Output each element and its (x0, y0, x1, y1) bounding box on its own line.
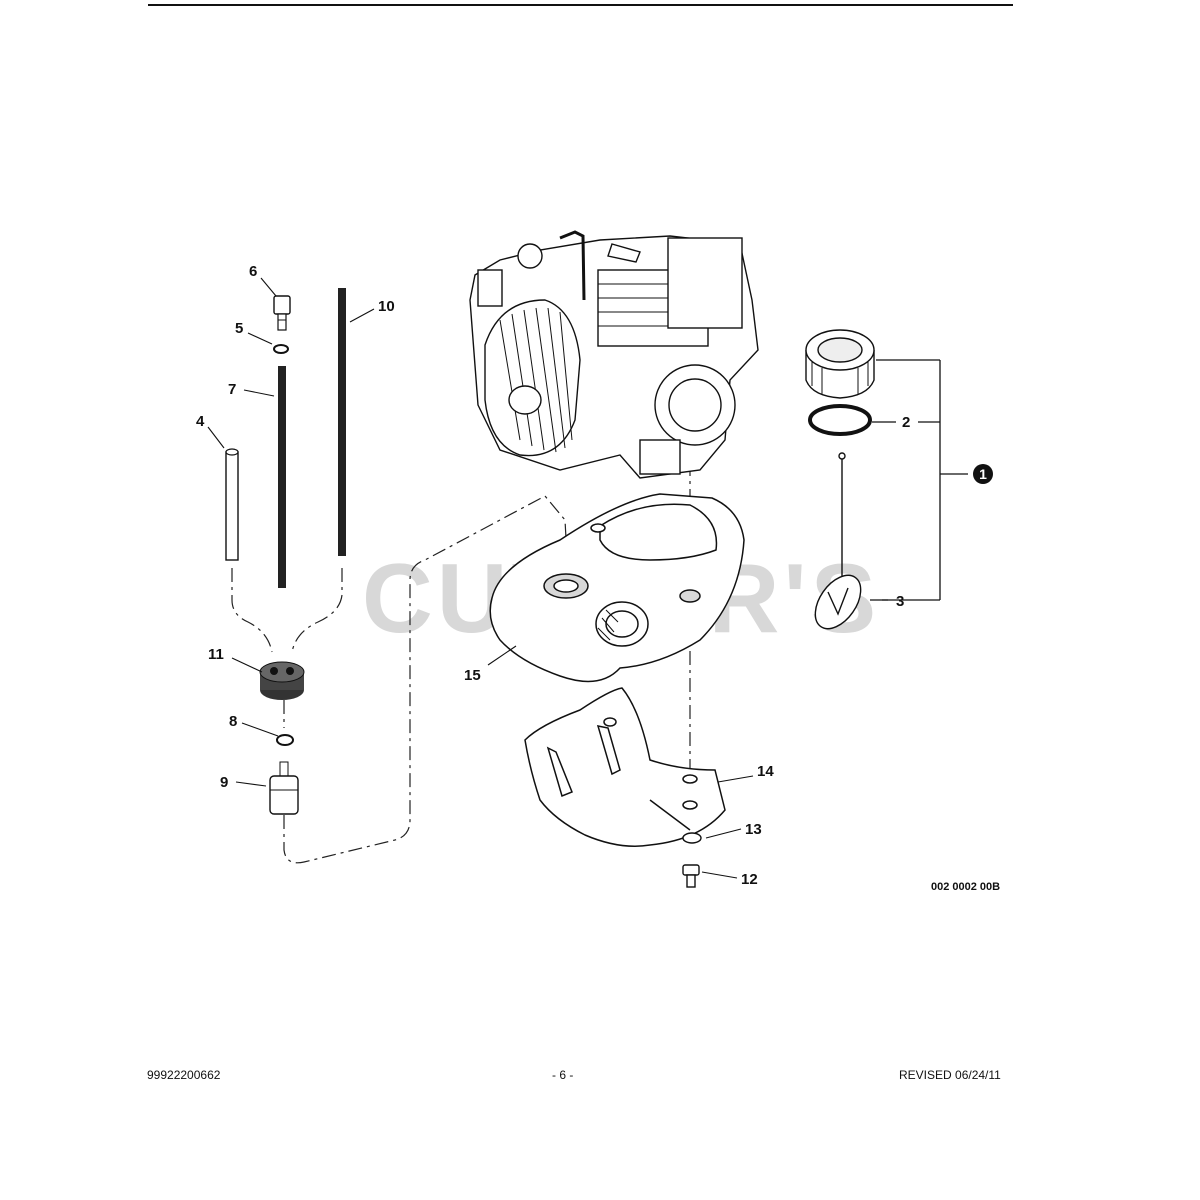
assembly-bracket (870, 359, 968, 601)
callout-11: 11 (208, 646, 224, 663)
footer-part-number: 99922200662 (147, 1068, 221, 1082)
leader-lines (207, 277, 754, 879)
callout-8: 8 (229, 713, 237, 730)
vent-fitting (273, 295, 291, 331)
cap-tether-filter (814, 452, 862, 630)
screw (682, 864, 700, 888)
tank-bracket (524, 687, 726, 847)
cap-gasket (808, 404, 872, 436)
fuel-line-10 (338, 288, 346, 556)
callout-4: 4 (196, 413, 205, 430)
callout-12: 12 (741, 871, 758, 888)
callout-2: 2 (902, 414, 910, 431)
fuel-filter (269, 761, 299, 815)
clip-ring-8 (276, 734, 294, 746)
engine-illustration (469, 230, 759, 479)
callout-7: 7 (228, 381, 236, 398)
callout-10: 10 (378, 298, 395, 315)
top-rule (148, 4, 1013, 6)
callout-13: 13 (745, 821, 762, 838)
fuel-tank (489, 493, 745, 683)
grommet (259, 661, 305, 700)
footer-page-number: - 6 - (552, 1068, 574, 1082)
fuel-cap (805, 329, 875, 399)
callout-14: 14 (757, 763, 774, 780)
clip-ring-5 (273, 344, 289, 354)
figure-code: 002 0002 00B (931, 881, 1000, 893)
callout-5: 5 (235, 320, 243, 337)
tube-short (225, 448, 239, 561)
callout-6: 6 (249, 263, 257, 280)
callout-1-circle (973, 464, 993, 484)
callout-9: 9 (220, 774, 228, 791)
callout-15: 15 (464, 667, 481, 684)
footer-revised-date: REVISED 06/24/11 (899, 1068, 1001, 1082)
fuel-line-7 (278, 366, 286, 588)
callout-1: 1 (979, 466, 987, 482)
washer (682, 832, 702, 844)
callout-3: 3 (896, 593, 904, 610)
